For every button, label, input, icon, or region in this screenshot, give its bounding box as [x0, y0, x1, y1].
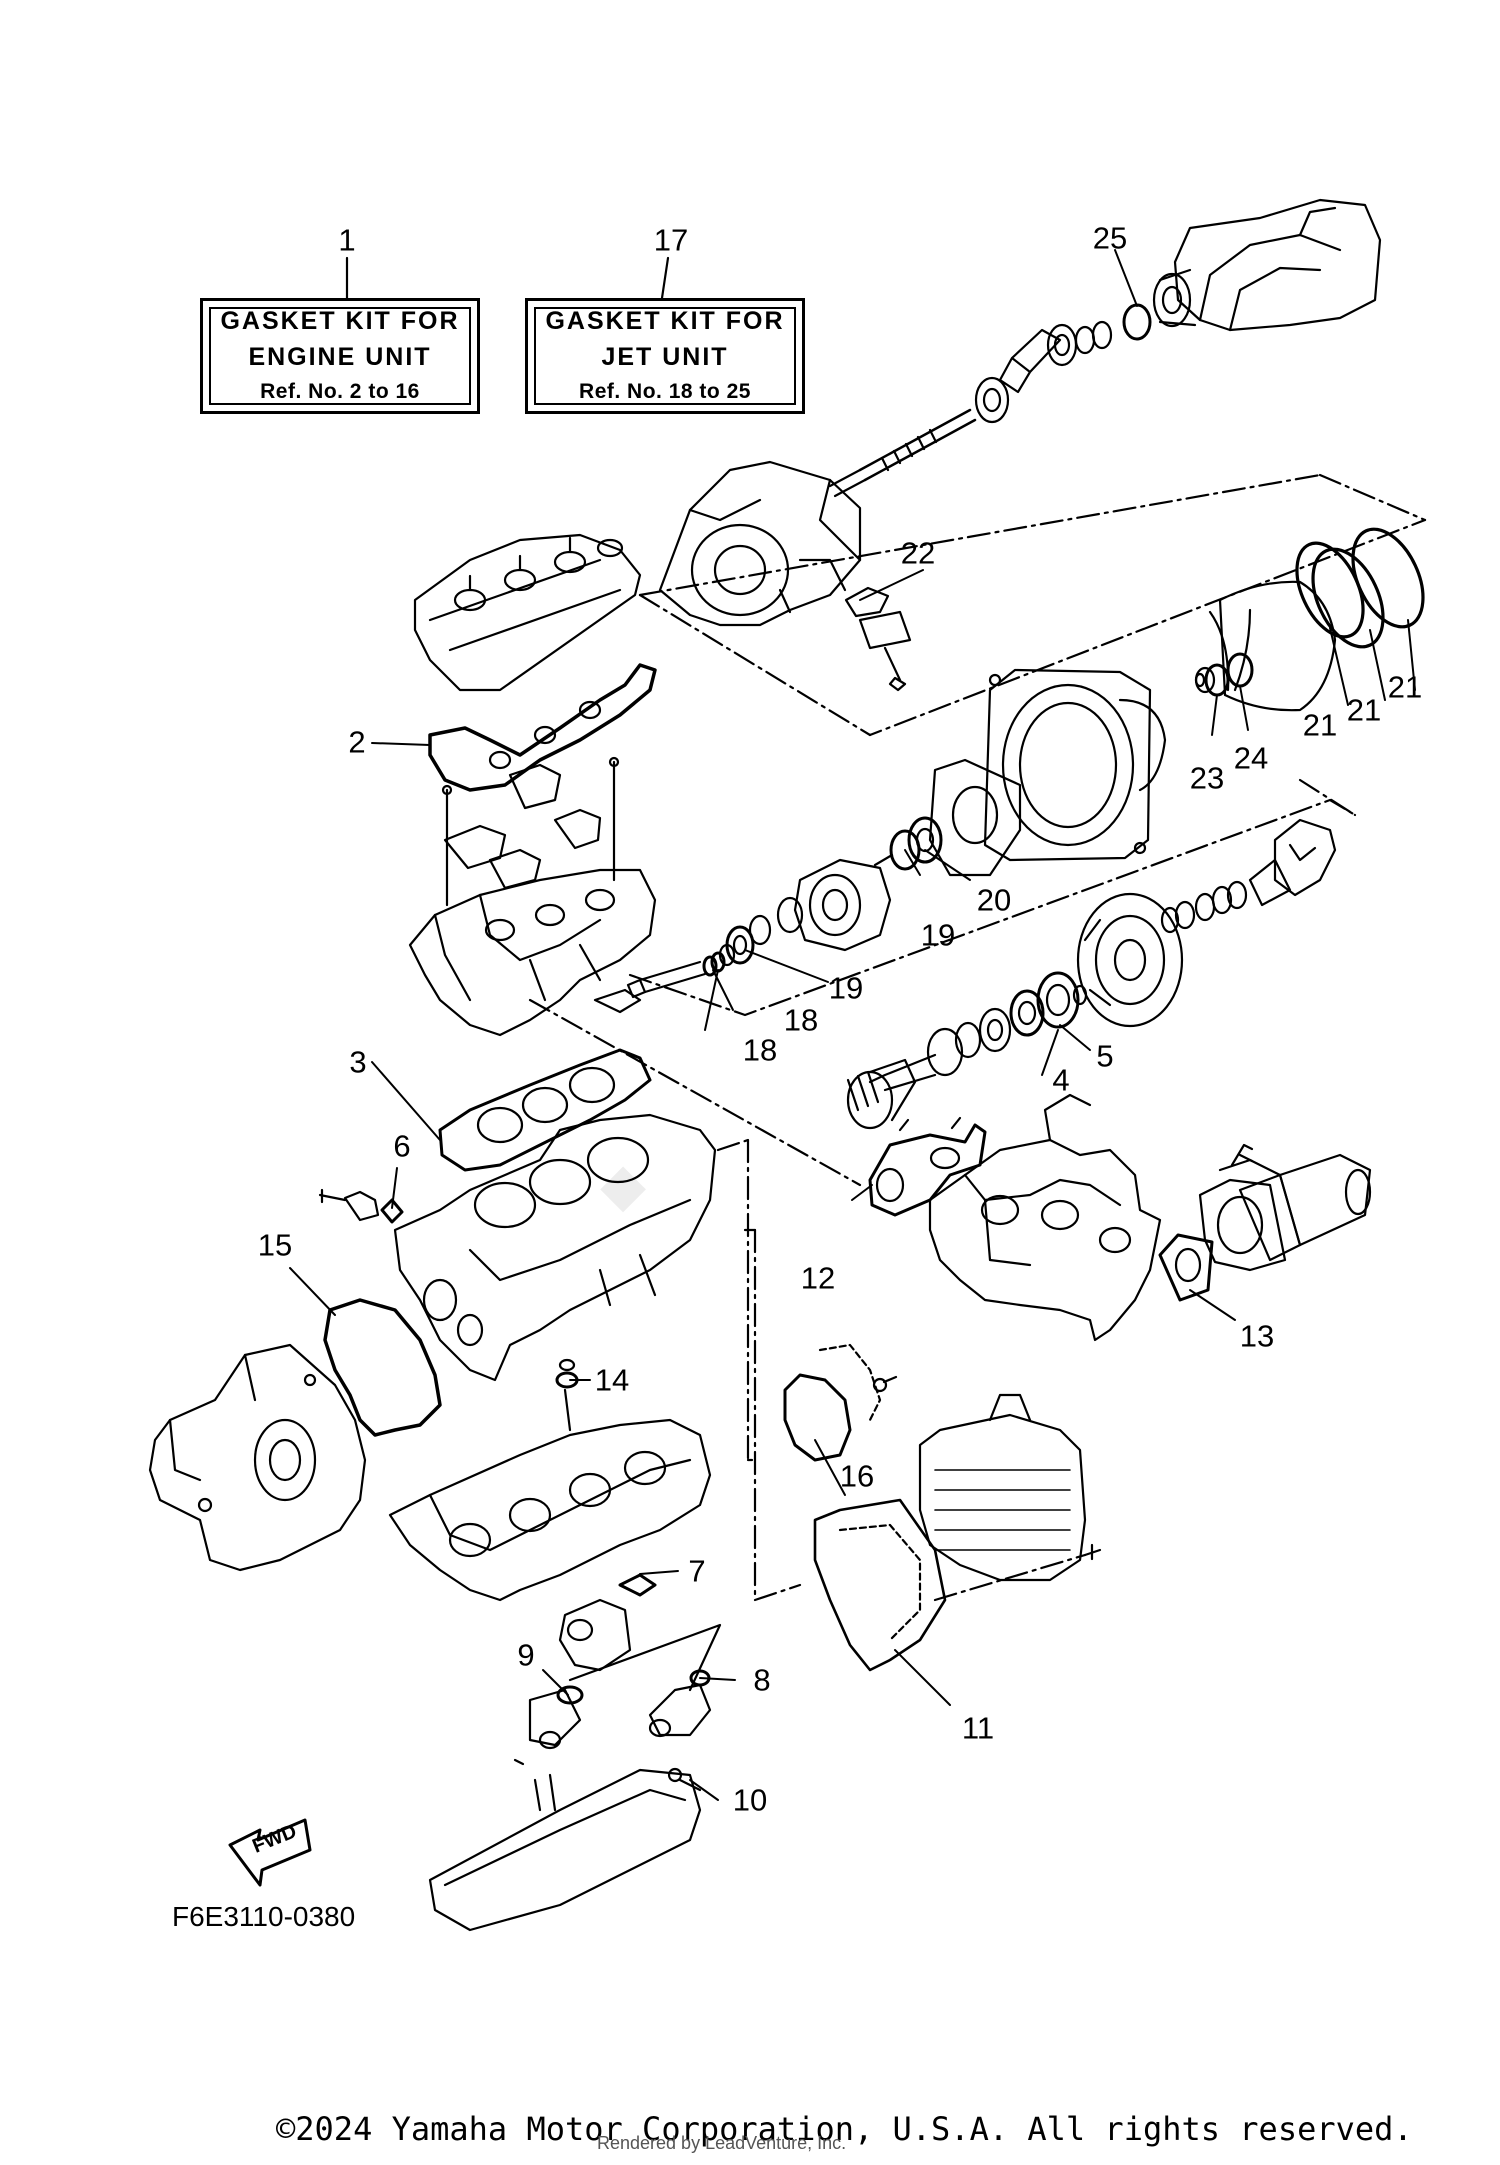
impeller-housing-drawing	[983, 668, 1167, 862]
ring-21c	[1351, 527, 1425, 629]
impeller-drawing	[1248, 818, 1337, 907]
seal-6	[380, 1198, 404, 1224]
callout-9: 9	[517, 1637, 535, 1673]
cover-plate	[928, 758, 1022, 877]
callout-11: 11	[961, 1710, 995, 1746]
callout-10: 10	[732, 1782, 768, 1818]
diagram-code: F6E3110-0380	[172, 1901, 356, 1932]
fwd-arrow-icon	[228, 1818, 312, 1887]
callout-18b: 18	[742, 1032, 778, 1068]
seal-20	[907, 816, 943, 864]
callout-13: 13	[1239, 1318, 1275, 1354]
callout-12: 12	[800, 1260, 836, 1296]
head-gasket-3	[438, 1048, 652, 1172]
callout-8: 8	[753, 1662, 771, 1698]
callout-21a: 21	[1302, 707, 1338, 743]
crankcase-drawing	[388, 1388, 712, 1602]
gasket-16	[783, 1373, 852, 1462]
electrical-box-drawing	[918, 1393, 1087, 1582]
jet-gasket-kit-box: GASKET KIT FOR JET UNIT Ref. No. 18 to 2…	[525, 298, 805, 414]
stator-cover-drawing	[148, 1343, 367, 1572]
callout-5: 5	[1096, 1038, 1114, 1074]
callout-21c: 21	[1387, 669, 1423, 705]
render-credit: Rendered by LeadVenture, Inc.	[597, 2133, 847, 2153]
kit-title: GASKET KIT FOR	[220, 307, 460, 335]
ring-21b	[1311, 547, 1385, 649]
bearing-left	[974, 376, 1010, 424]
o-ring-18b	[702, 955, 718, 977]
kit-title: GASKET KIT FOR	[545, 307, 785, 335]
valve-cover-drawing	[413, 533, 642, 692]
exhaust-gasket-12	[868, 1123, 987, 1217]
callout-4: 4	[1052, 1062, 1070, 1098]
seal-5	[1036, 971, 1080, 1029]
callout-19b: 19	[828, 970, 864, 1006]
jet-nozzle-drawing	[1152, 198, 1382, 332]
callout-20: 20	[976, 882, 1012, 918]
callout-17: 17	[653, 222, 689, 258]
callout-22: 22	[900, 535, 936, 571]
callout-23: 23	[1189, 760, 1225, 796]
coupler-drawing	[1076, 892, 1184, 1028]
cam-caps-drawing	[443, 763, 602, 890]
o-ring-9	[556, 1685, 584, 1705]
cylinder-block-drawing	[393, 1113, 717, 1382]
gasket-22	[844, 586, 890, 618]
callout-16: 16	[839, 1458, 875, 1494]
callout-1: 1	[338, 222, 356, 258]
callout-25: 25	[1092, 220, 1128, 256]
copyright-notice: ©2024 Yamaha Motor Corporation, U.S.A. A…	[276, 2110, 1413, 2148]
callout-14: 14	[594, 1362, 630, 1398]
gasket-7	[618, 1573, 657, 1597]
exhaust-manifold-drawing	[928, 1093, 1162, 1342]
bearing-housing-drawing	[793, 858, 892, 952]
engine-gasket-kit-box: GASKET KIT FOR ENGINE UNIT Ref. No. 2 to…	[200, 298, 480, 414]
oil-pan-drawing	[428, 1767, 702, 1932]
callout-15: 15	[257, 1227, 293, 1263]
callout-19a: 19	[920, 917, 956, 953]
callout-18a: 18	[783, 1002, 819, 1038]
kit-ref-range: Ref. No. 18 to 25	[579, 380, 751, 403]
callout-21b: 21	[1346, 692, 1382, 728]
watermark: ◆	[600, 1151, 665, 1218]
kit-unit: ENGINE UNIT	[248, 343, 432, 371]
seal-19-upper	[889, 829, 921, 871]
o-ring-25	[1122, 303, 1152, 341]
gasket-2	[428, 663, 657, 792]
kit-unit: JET UNIT	[601, 343, 729, 371]
pump-housing-drawing	[658, 460, 862, 627]
bearing-pair	[1046, 323, 1078, 367]
cylinder-head-drawing	[408, 868, 657, 1037]
seal-19-lower	[725, 925, 755, 965]
seal-4	[1009, 989, 1045, 1037]
gasket-11	[813, 1498, 947, 1672]
gasket-15	[323, 1298, 442, 1437]
oil-pump-drawing	[558, 1598, 632, 1672]
kit-ref-range: Ref. No. 2 to 16	[260, 380, 420, 403]
callout-3: 3	[349, 1044, 367, 1080]
muffler-drawing	[1198, 1153, 1372, 1272]
callout-2: 2	[348, 724, 366, 760]
seal-24	[1226, 652, 1254, 688]
callout-7: 7	[688, 1553, 706, 1589]
callout-24: 24	[1233, 740, 1269, 776]
gasket-13	[1158, 1233, 1214, 1302]
callout-6: 6	[393, 1128, 411, 1164]
